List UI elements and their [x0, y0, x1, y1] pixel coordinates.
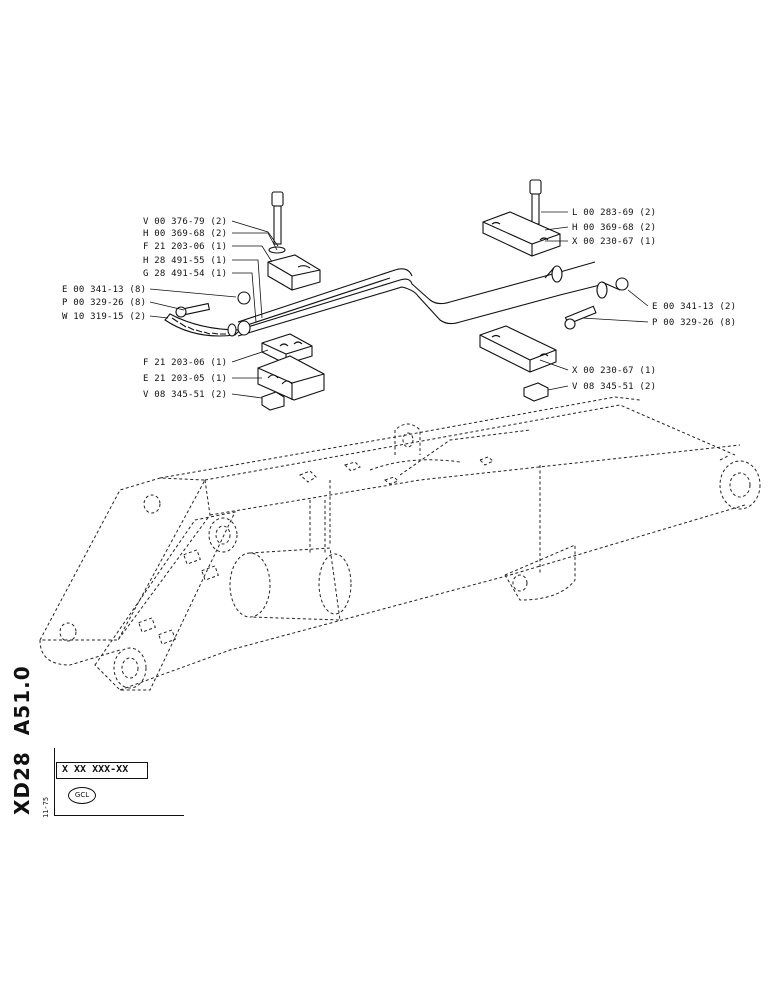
hydraulic-pipes	[237, 261, 621, 337]
right-leader-lines	[539, 211, 649, 391]
title-frame-horizontal	[54, 815, 184, 816]
right-part-labels: L 00 283-69 (2) H 00 369-68 (2) X 00 230…	[572, 208, 736, 392]
part-label: G 28 491-54 (1)	[143, 269, 227, 279]
part-label: X 00 230-67 (1)	[572, 366, 656, 376]
left-upper-clamp-assembly	[267, 191, 321, 291]
publisher-stamp: GCL	[68, 787, 96, 804]
issue-date: 11-75	[42, 780, 54, 820]
left-part-labels: V 00 376-79 (2) H 00 369-68 (2) F 21 203…	[62, 217, 227, 400]
title-frame-vertical	[54, 748, 55, 816]
part-label: X 00 230-67 (1)	[572, 237, 656, 247]
part-label: E 00 341-13 (8)	[62, 285, 146, 295]
part-label: V 08 345-51 (2)	[143, 390, 227, 400]
page-code: A51.0	[10, 665, 34, 736]
left-lower-clamp-assembly	[257, 333, 325, 411]
left-pipe-fittings	[164, 291, 251, 337]
part-label: F 21 203-06 (1)	[143, 358, 227, 368]
left-leader-lines	[149, 220, 279, 399]
page-title-block: XD28 A51.0	[10, 665, 36, 815]
part-label: H 28 491-55 (1)	[143, 256, 227, 266]
part-label: L 00 283-69 (2)	[572, 208, 656, 218]
part-label: P 00 329-26 (8)	[62, 298, 146, 308]
issue-date-text: 11-75	[42, 796, 50, 818]
part-label: H 00 369-68 (2)	[572, 223, 656, 233]
right-upper-clamp-assembly	[482, 179, 561, 257]
boom-outline	[39, 396, 761, 691]
part-label: W 10 319-15 (2)	[62, 312, 146, 322]
reference-code-box: X XX XXX-XX	[56, 762, 148, 779]
right-lower-clamp-assembly	[479, 325, 557, 402]
right-bolt-and-nut	[564, 277, 629, 330]
part-label: E 21 203-05 (1)	[143, 374, 227, 384]
page-title: XD28 A51.0	[10, 665, 34, 815]
part-label: H 00 369-68 (2)	[143, 229, 227, 239]
part-label: V 08 345-51 (2)	[572, 382, 656, 392]
part-label: V 00 376-79 (2)	[143, 217, 227, 227]
part-label: F 21 203-06 (1)	[143, 242, 227, 252]
part-label: E 00 341-13 (2)	[652, 302, 736, 312]
part-label: P 00 329-26 (8)	[652, 318, 736, 328]
model-code: XD28	[10, 751, 34, 815]
